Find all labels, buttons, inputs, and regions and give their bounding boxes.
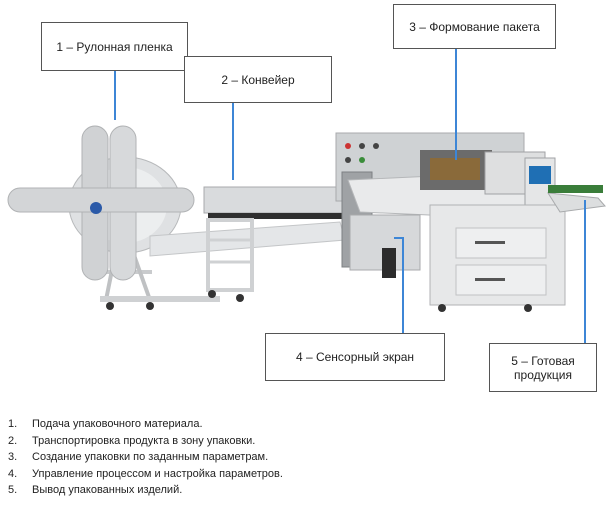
list-item: 5. Вывод упакованных изделий.	[8, 482, 283, 499]
list-item: 1. Подача упаковочного материала.	[8, 416, 283, 433]
callout-touch-screen: 4 – Сенсорный экран	[265, 333, 445, 381]
film-roll-unit	[7, 125, 220, 310]
list-item: 4. Управление процессом и настройка парам…	[8, 466, 283, 483]
callout-label: 4 – Сенсорный экран	[295, 350, 415, 364]
step-text: Транспортировка продукта в зону упаковки…	[32, 434, 256, 447]
step-number: 1.	[8, 418, 18, 430]
step-number: 3.	[8, 451, 18, 463]
callout-label: 1 – Рулонная пленка	[56, 39, 173, 54]
callout-bag-forming: 3 – Формование пакета	[393, 4, 556, 49]
callout-label: 5 – Готовая продукция	[511, 353, 575, 382]
callout-finished-product: 5 – Готовая продукция	[489, 343, 597, 392]
step-text: Управление процессом и настройка парамет…	[32, 467, 283, 480]
step-text: Создание упаковки по заданным параметрам…	[32, 451, 269, 463]
callout-conveyor: 2 – Конвейер	[184, 56, 332, 103]
callout-label: 2 – Конвейер	[221, 72, 295, 87]
conveyor	[203, 186, 345, 302]
step-number: 2.	[8, 434, 18, 447]
leader-lines	[114, 49, 586, 343]
step-text: Вывод упакованных изделий.	[32, 484, 183, 496]
list-item: 3. Создание упаковки по заданным параметр…	[8, 449, 283, 466]
callout-label: 3 – Формование пакета	[409, 19, 540, 34]
step-text: Подача упаковочного материала.	[32, 418, 203, 430]
process-steps-list: 1. Подача упаковочного материала. 2. Транс…	[8, 416, 283, 499]
step-number: 5.	[8, 484, 18, 496]
list-item: 2. Транспортировка продукта в зону упаков…	[8, 433, 283, 450]
step-number: 4.	[8, 467, 18, 480]
callout-film-roll: 1 – Рулонная пленка	[41, 22, 188, 71]
packaging-machine-body	[335, 132, 606, 312]
